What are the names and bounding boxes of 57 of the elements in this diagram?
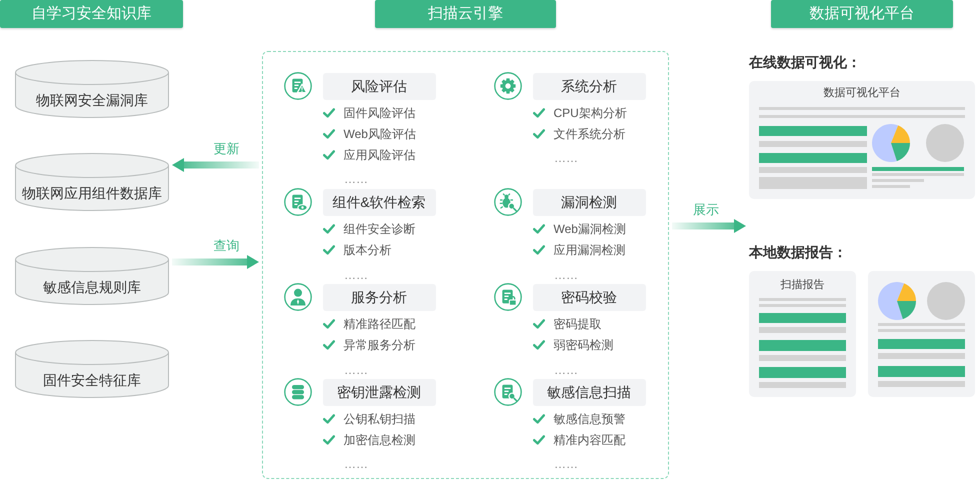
- feature-item: 精准内容匹配: [554, 432, 626, 448]
- report-panel: [868, 271, 975, 397]
- category-heading: 密钥泄露检测: [322, 378, 436, 406]
- section-subheading: 在线数据可视化：: [749, 53, 861, 72]
- feature-item: 弱密码检测: [554, 337, 614, 353]
- category-heading: 服务分析: [322, 284, 436, 310]
- feature-item: 公钥私钥扫描: [344, 411, 416, 427]
- feature-item: 密码提取: [554, 316, 602, 332]
- feature-item: 应用漏洞检测: [554, 242, 626, 258]
- database-name: 物联网应用组件数据库: [22, 184, 162, 202]
- database-cylinder: [15, 247, 169, 305]
- feature-item: 版本分析: [344, 242, 392, 258]
- feature-item: 精准路径匹配: [344, 316, 416, 332]
- feature-item: Web漏洞检测: [554, 221, 626, 237]
- section-subheading: 本地数据报告：: [749, 243, 847, 262]
- category-heading: 漏洞检测: [532, 188, 646, 216]
- database-cylinder: [15, 60, 169, 118]
- edge-label: 展示: [693, 202, 719, 218]
- panel-title: 数据可视化平台: [824, 86, 900, 100]
- database-name: 物联网安全漏洞库: [36, 91, 148, 109]
- header-banner: 数据可视化平台: [771, 0, 953, 28]
- dashed-container: [262, 51, 669, 479]
- category-heading: 密码校验: [532, 284, 646, 310]
- category-heading: 风险评估: [322, 72, 436, 100]
- database-name: 敏感信息规则库: [43, 278, 141, 296]
- ellipsis-text: ……: [344, 456, 368, 472]
- feature-item: 敏感信息预警: [554, 411, 626, 427]
- arrow: [172, 158, 259, 172]
- ellipsis-text: ……: [554, 150, 578, 166]
- database-name: 固件安全特征库: [43, 371, 141, 389]
- ellipsis-text: ……: [554, 456, 578, 472]
- ellipsis-text: ……: [344, 267, 368, 283]
- feature-item: 组件安全诊断: [344, 221, 416, 237]
- edge-label: 查询: [214, 238, 240, 254]
- header-banner: 自学习安全知识库: [0, 0, 183, 28]
- ellipsis-text: ……: [344, 171, 368, 187]
- feature-item: 固件风险评估: [344, 105, 416, 121]
- category-heading: 系统分析: [532, 72, 646, 100]
- header-banner: 扫描云引擎: [375, 0, 556, 28]
- ellipsis-text: ……: [554, 362, 578, 378]
- edge-label: 更新: [214, 141, 240, 157]
- arrow: [172, 255, 259, 269]
- feature-item: 加密信息检测: [344, 432, 416, 448]
- panel-title: 扫描报告: [780, 278, 824, 292]
- category-heading: 敏感信息扫描: [532, 378, 646, 406]
- report-panel: [749, 271, 856, 397]
- ellipsis-text: ……: [554, 267, 578, 283]
- database-cylinder: [15, 153, 169, 211]
- feature-item: 应用风险评估: [344, 147, 416, 163]
- feature-item: Web风险评估: [344, 126, 416, 142]
- ellipsis-text: ……: [344, 362, 368, 378]
- feature-item: 异常服务分析: [344, 337, 416, 353]
- feature-item: CPU架构分析: [554, 105, 627, 121]
- database-cylinder: [15, 340, 169, 398]
- feature-item: 文件系统分析: [554, 126, 626, 142]
- category-heading: 组件&软件检索: [322, 188, 436, 216]
- arrow: [672, 219, 746, 233]
